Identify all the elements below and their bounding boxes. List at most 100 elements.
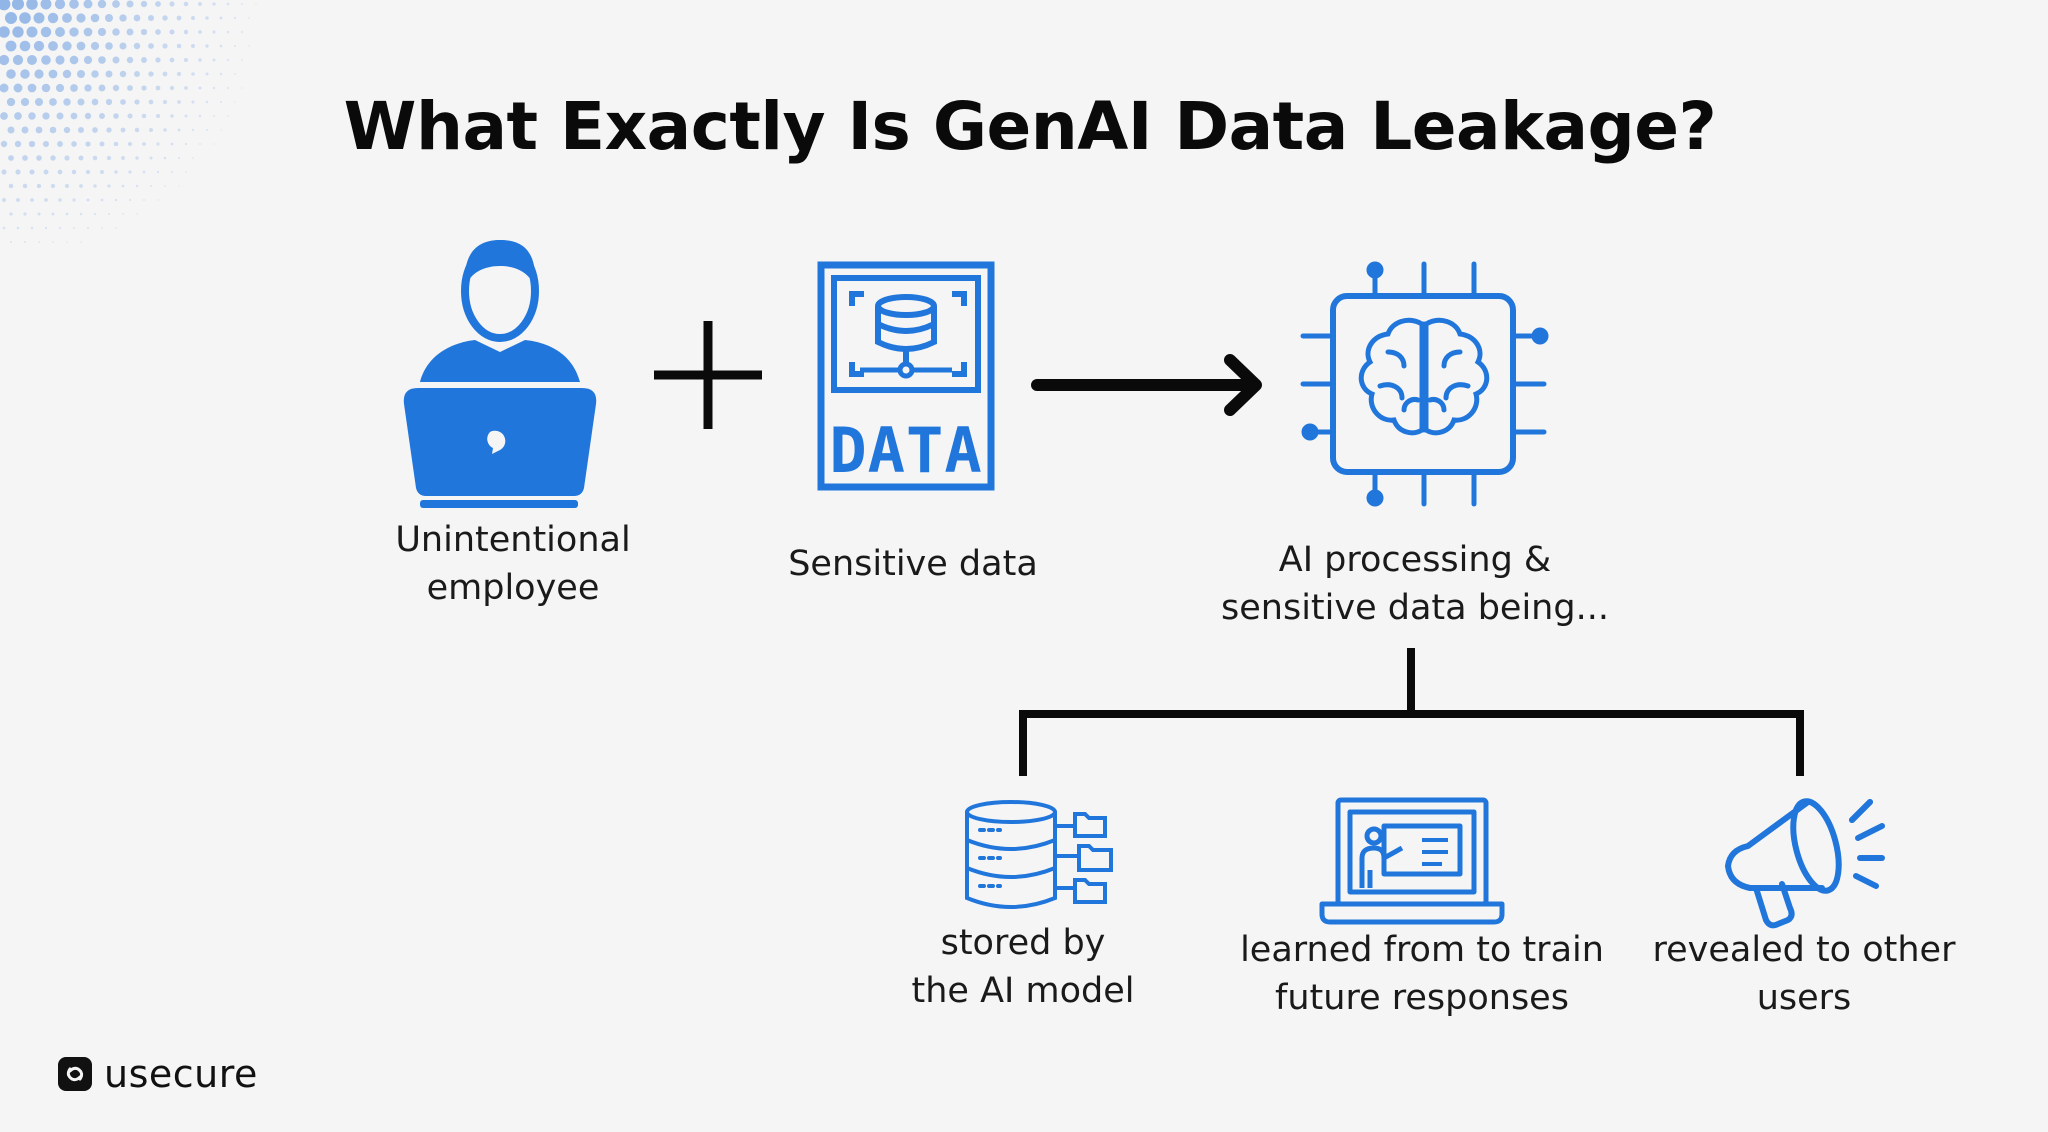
halftone-dot xyxy=(169,1,175,7)
halftone-dot xyxy=(14,140,22,148)
halftone-dot xyxy=(183,57,189,63)
halftone-dot xyxy=(8,183,14,189)
halftone-dot xyxy=(105,14,113,22)
halftone-dot xyxy=(8,155,14,161)
halftone-dot xyxy=(55,27,65,37)
halftone-dot xyxy=(190,15,196,21)
halftone-dot xyxy=(233,16,237,20)
halftone-dot xyxy=(155,57,161,63)
halftone-dot xyxy=(6,97,16,107)
learned-label-line2: future responses xyxy=(1275,978,1569,1018)
learned-label-line1: learned from to train xyxy=(1240,930,1604,970)
halftone-dot xyxy=(164,185,166,187)
halftone-dot xyxy=(198,58,202,62)
halftone-dot xyxy=(241,3,243,5)
halftone-dot xyxy=(255,3,257,5)
halftone-dot xyxy=(29,169,35,175)
halftone-dot xyxy=(149,156,153,160)
halftone-dot xyxy=(213,115,215,117)
halftone-dot xyxy=(85,141,91,147)
halftone-dot xyxy=(149,184,153,188)
halftone-dot xyxy=(19,12,31,24)
halftone-dot xyxy=(56,112,64,120)
revealed-label-line1: revealed to other xyxy=(1652,930,1956,970)
halftone-dots-decoration xyxy=(0,0,257,243)
halftone-dot xyxy=(107,212,111,216)
halftone-dot xyxy=(184,114,188,118)
halftone-dot xyxy=(220,101,222,103)
laptop-teacher-icon xyxy=(1319,797,1505,925)
halftone-dot xyxy=(205,100,209,104)
halftone-dot xyxy=(28,112,36,120)
halftone-dot xyxy=(77,98,85,106)
halftone-dot xyxy=(30,198,34,202)
sensitive-data-label: Sensitive data xyxy=(763,540,1063,588)
halftone-dot xyxy=(255,31,257,33)
halftone-dot xyxy=(1,169,7,175)
brand-logo: usecure xyxy=(58,1052,258,1096)
halftone-dot xyxy=(44,226,48,230)
halftone-dot xyxy=(191,72,195,76)
halftone-dot xyxy=(76,69,86,79)
halftone-dot xyxy=(90,13,100,23)
halftone-dot xyxy=(119,14,127,22)
halftone-dot xyxy=(50,155,56,161)
halftone-dot xyxy=(97,27,107,37)
halftone-dot xyxy=(63,126,71,134)
halftone-dot xyxy=(41,83,51,93)
halftone-dot xyxy=(169,85,175,91)
halftone-dot xyxy=(97,0,107,9)
halftone-dot xyxy=(91,98,99,106)
halftone-dot xyxy=(156,142,160,146)
halftone-dot xyxy=(128,170,132,174)
halftone-dot xyxy=(38,241,40,243)
learned-label: learned from to train future responses xyxy=(1222,926,1622,1022)
halftone-dot xyxy=(62,13,72,23)
data-database-icon xyxy=(817,261,995,491)
halftone-dot xyxy=(199,143,201,145)
employee-label: Unintentional employee xyxy=(363,516,663,612)
halftone-dot xyxy=(77,126,85,134)
halftone-dot xyxy=(177,156,181,160)
halftone-dot xyxy=(135,184,139,188)
halftone-dot xyxy=(157,199,159,201)
halftone-dot xyxy=(234,101,236,103)
halftone-dot xyxy=(162,15,168,21)
halftone-dot xyxy=(49,98,57,106)
halftone-dot xyxy=(169,29,175,35)
halftone-dot xyxy=(92,127,98,133)
halftone-dot xyxy=(241,31,243,33)
halftone-dot xyxy=(57,169,63,175)
halftone-dot xyxy=(198,30,202,34)
employee-label-line1: Unintentional xyxy=(395,520,631,560)
halftone-dot xyxy=(84,112,92,120)
halftone-dot xyxy=(191,44,195,48)
halftone-dot xyxy=(69,0,79,9)
halftone-dot xyxy=(0,140,8,148)
halftone-dot xyxy=(80,241,82,243)
halftone-dot xyxy=(227,115,229,117)
halftone-dot xyxy=(69,55,79,65)
halftone-dot xyxy=(170,114,174,118)
halftone-dot xyxy=(140,28,148,36)
halftone-dot xyxy=(213,143,215,145)
halftone-dot xyxy=(163,128,167,132)
halftone-dot xyxy=(183,1,189,7)
halftone-dot xyxy=(198,114,202,118)
halftone-dot xyxy=(101,227,103,229)
halftone-dot xyxy=(191,128,195,132)
halftone-dot xyxy=(155,85,161,91)
halftone-dot xyxy=(58,198,62,202)
halftone-dot xyxy=(21,126,29,134)
halftone-dot xyxy=(107,184,111,188)
halftone-dot xyxy=(105,42,113,50)
halftone-dot xyxy=(64,183,70,189)
halftone-dot xyxy=(22,155,28,161)
halftone-dot xyxy=(126,0,134,8)
halftone-dot xyxy=(119,42,127,50)
halftone-dot xyxy=(55,55,65,65)
halftone-dot xyxy=(36,183,42,189)
halftone-dot xyxy=(70,112,78,120)
halftone-dot xyxy=(126,56,134,64)
ai-processing-label-line2: sensitive data being... xyxy=(1221,588,1609,628)
